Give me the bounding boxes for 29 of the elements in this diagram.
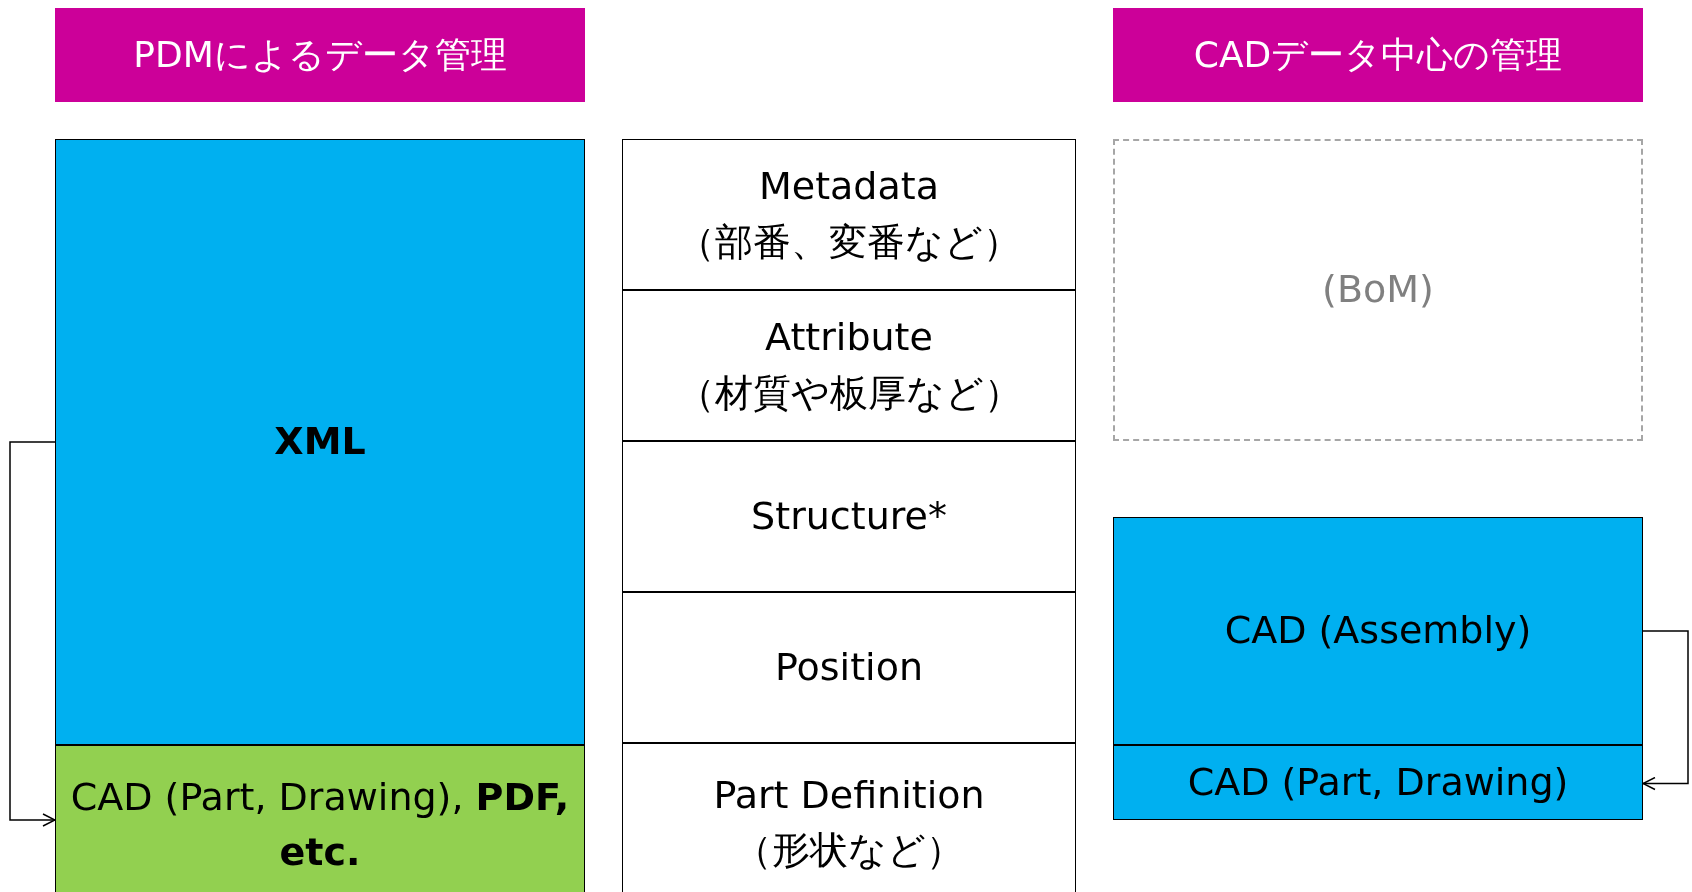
box-label: CAD (Assembly) xyxy=(1224,607,1532,655)
box-label: PDMによるデータ管理 xyxy=(133,32,507,77)
box-note: （材質や板厚など） xyxy=(676,369,1022,417)
box-label: Attribute xyxy=(765,314,933,362)
connector-arrow xyxy=(1642,630,1689,791)
box-label: CAD (Part, Drawing) xyxy=(1187,758,1569,806)
layer-box xyxy=(622,592,1076,743)
data-block xyxy=(55,139,585,745)
layer-box xyxy=(622,139,1076,290)
box-note: （形状など） xyxy=(734,827,964,874)
data-block xyxy=(1113,517,1643,745)
box-label: Structure* xyxy=(751,492,947,540)
box-label: XML xyxy=(274,418,366,466)
placeholder-box xyxy=(1113,139,1643,441)
box-label: CAD (Part, Drawing), PDF, etc. xyxy=(69,773,571,876)
box-label: CADデータ中心の管理 xyxy=(1193,32,1563,77)
box-label: Position xyxy=(775,643,923,691)
connector-arrow xyxy=(9,441,56,827)
header-bar xyxy=(1113,8,1643,102)
data-block xyxy=(55,745,585,892)
data-block xyxy=(1113,745,1643,820)
layer-box xyxy=(622,290,1076,441)
box-label: Part Definition xyxy=(713,771,985,819)
box-note: （部番、変番など） xyxy=(677,218,1021,266)
layer-box xyxy=(622,743,1076,892)
box-label: (BoM) xyxy=(1322,266,1434,314)
header-bar xyxy=(55,8,585,102)
box-label: Metadata xyxy=(759,163,939,211)
layer-box xyxy=(622,441,1076,592)
